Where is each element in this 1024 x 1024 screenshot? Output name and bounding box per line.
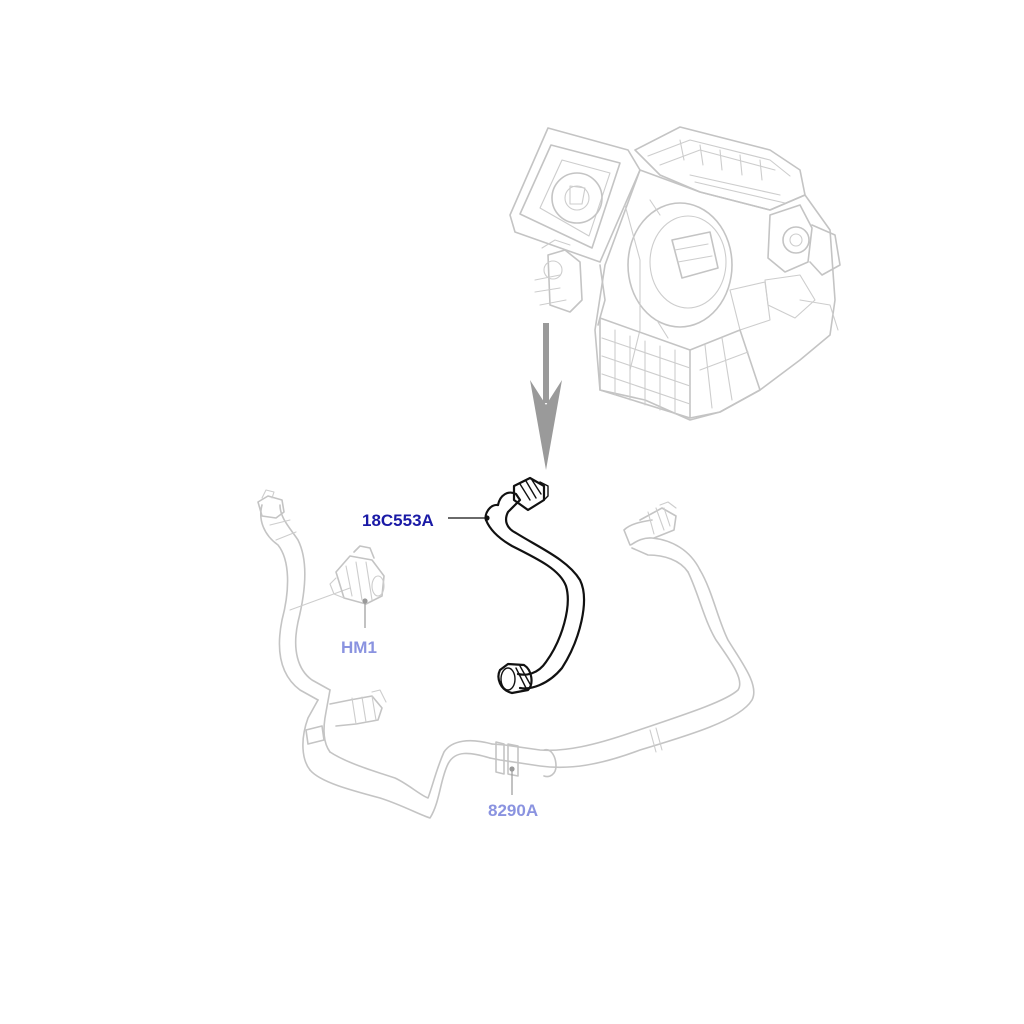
leader-line-8290a (509, 766, 515, 795)
valve-icon (329, 545, 385, 605)
leader-line-hm1 (362, 598, 368, 628)
heater-hose-icon (484, 476, 586, 695)
callout-label-hm1[interactable]: HM1 (341, 638, 377, 657)
leader-line-18c553a (448, 515, 490, 521)
heater-unit-icon (509, 126, 841, 421)
callout-label-8290a[interactable]: 8290A (488, 801, 538, 820)
callout-label-18c553a[interactable]: 18C553A (362, 511, 434, 530)
down-arrow-icon (530, 323, 562, 470)
coolant-hose-icon (257, 489, 755, 819)
